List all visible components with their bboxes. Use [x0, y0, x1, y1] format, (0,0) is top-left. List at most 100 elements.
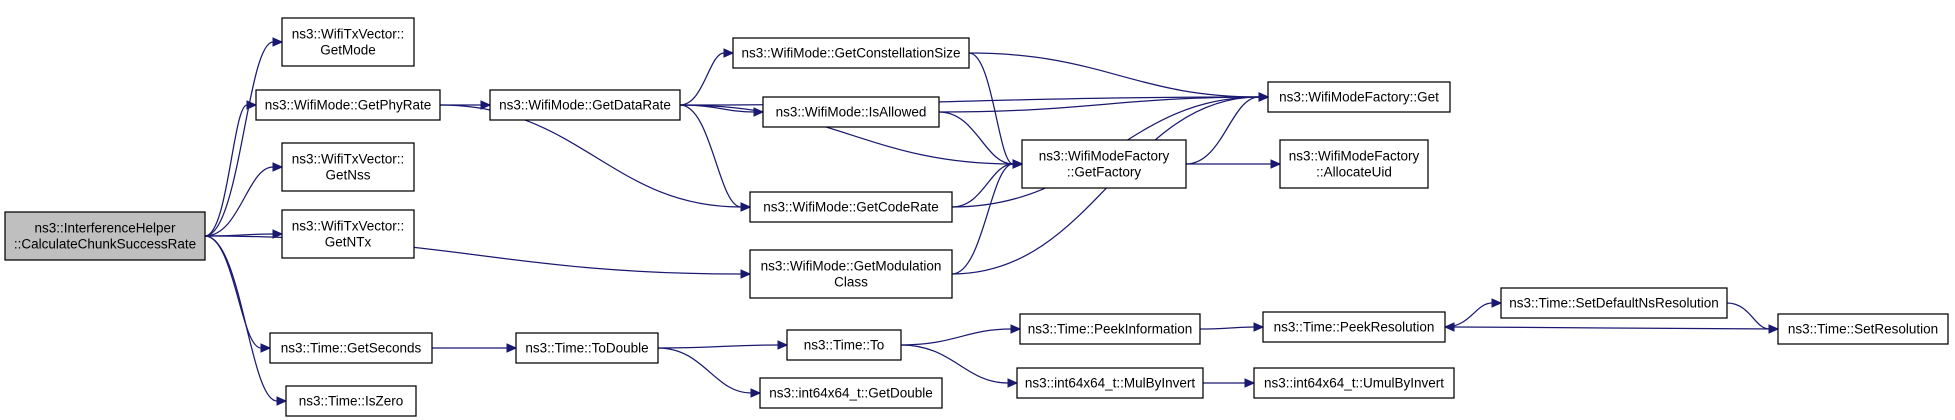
- node-box: [281, 17, 415, 67]
- edge-line: [951, 163, 1014, 275]
- node-label: Class: [834, 275, 868, 290]
- node-label: GetNss: [325, 168, 370, 183]
- node-label: ns3::Time::GetSeconds: [281, 341, 422, 356]
- node-label: ns3::WifiModeFactory: [1289, 149, 1420, 164]
- node-getfactory[interactable]: ns3::WifiModeFactory::GetFactory: [1021, 139, 1187, 189]
- node-allocuid[interactable]: ns3::WifiModeFactory::AllocateUid: [1279, 139, 1429, 189]
- node-box: [281, 209, 415, 259]
- edge-line: [679, 104, 1014, 165]
- node-box: [1016, 367, 1204, 399]
- node-setres[interactable]: ns3::Time::SetResolution: [1777, 313, 1949, 345]
- node-getseconds[interactable]: ns3::Time::GetSeconds: [269, 332, 433, 364]
- node-label: ns3::WifiTxVector::: [292, 27, 405, 42]
- arrowhead-icon: [1443, 322, 1455, 332]
- edge-getconst-to-factory-get: [968, 52, 1270, 102]
- node-getdouble[interactable]: ns3::int64x64_t::GetDouble: [759, 377, 943, 409]
- edge-setres-to-peekres: [1443, 322, 1779, 332]
- edge-line: [938, 96, 1260, 113]
- arrowhead-icon: [246, 100, 258, 110]
- node-factory-get[interactable]: ns3::WifiModeFactory::Get: [1267, 81, 1451, 113]
- edge-line: [1726, 302, 1770, 330]
- node-txv-getnss[interactable]: ns3::WifiTxVector::GetNss: [281, 142, 415, 192]
- node-label: ns3::Time::ToDouble: [525, 341, 648, 356]
- node-box: [1021, 139, 1187, 189]
- node-iszero[interactable]: ns3::Time::IsZero: [285, 385, 417, 417]
- edge-getfactory-to-allocuid: [1186, 159, 1282, 169]
- arrowhead-icon: [1253, 322, 1265, 332]
- node-box: [255, 89, 441, 121]
- node-txv-getmode[interactable]: ns3::WifiTxVector::GetMode: [281, 17, 415, 67]
- edge-line: [657, 347, 752, 394]
- edge-line: [1453, 326, 1779, 330]
- node-box: [281, 142, 415, 192]
- edge-line: [204, 235, 278, 402]
- node-label: ns3::WifiTxVector::: [292, 219, 405, 234]
- node-box: [4, 211, 206, 261]
- edge-line: [938, 111, 1014, 165]
- node-label: ns3::int64x64_t::GetDouble: [769, 386, 933, 401]
- arrowhead-icon: [276, 396, 288, 406]
- node-getcoderate[interactable]: ns3::WifiMode::GetCodeRate: [749, 191, 953, 223]
- arrowhead-icon: [260, 343, 272, 353]
- edge-root-to-txv-getmode: [204, 37, 284, 237]
- edge-getfactory-to-factory-get: [1185, 92, 1270, 165]
- edge-getseconds-to-todouble: [432, 343, 518, 353]
- node-mulbyinvert[interactable]: ns3::int64x64_t::MulByInvert: [1016, 367, 1204, 399]
- edge-line: [951, 163, 1014, 208]
- node-umulbyinvert[interactable]: ns3::int64x64_t::UmulByInvert: [1253, 367, 1455, 399]
- arrowhead-icon: [1491, 298, 1503, 308]
- node-box: [515, 332, 659, 364]
- node-box: [1279, 139, 1429, 189]
- arrowhead-icon: [272, 37, 284, 47]
- node-box: [489, 89, 681, 121]
- edge-line: [968, 52, 1014, 165]
- edge-line: [1199, 326, 1255, 330]
- arrowhead-icon: [1012, 159, 1024, 169]
- edge-root-to-txv-getnss: [204, 162, 284, 237]
- node-isallowed[interactable]: ns3::WifiMode::IsAllowed: [762, 96, 940, 128]
- arrowhead-icon: [750, 388, 762, 398]
- node-getconst[interactable]: ns3::WifiMode::GetConstellationSize: [732, 37, 970, 69]
- node-txv-getntx[interactable]: ns3::WifiTxVector::GetNTx: [281, 209, 415, 259]
- node-getdatarate[interactable]: ns3::WifiMode::GetDataRate: [489, 89, 681, 121]
- node-to[interactable]: ns3::Time::To: [786, 329, 902, 361]
- node-box: [285, 385, 417, 417]
- node-label: ns3::WifiMode::IsAllowed: [776, 105, 927, 120]
- edge-line: [1185, 96, 1260, 165]
- node-label: ns3::int64x64_t::UmulByInvert: [1264, 376, 1444, 391]
- edge-to-to-mulbyinvert: [900, 344, 1019, 388]
- node-label: ns3::int64x64_t::MulByInvert: [1025, 376, 1196, 391]
- arrowhead-icon: [777, 340, 789, 350]
- node-label: ns3::WifiMode::GetCodeRate: [763, 200, 939, 215]
- node-box: [1019, 313, 1201, 345]
- node-label: ns3::WifiMode::GetConstellationSize: [741, 46, 960, 61]
- node-box: [749, 249, 953, 299]
- node-box: [1267, 81, 1451, 113]
- node-label: GetMode: [320, 43, 376, 58]
- edges-layer: [204, 37, 1780, 406]
- node-label: ns3::WifiModeFactory::Get: [1279, 90, 1439, 105]
- node-label: GetNTx: [325, 235, 372, 250]
- node-box: [1262, 311, 1446, 343]
- node-box: [786, 329, 902, 361]
- arrowhead-icon: [272, 162, 284, 172]
- edge-peekinfo-to-peekres: [1199, 322, 1265, 332]
- node-box: [1777, 313, 1949, 345]
- node-todouble[interactable]: ns3::Time::ToDouble: [515, 332, 659, 364]
- node-peekinfo[interactable]: ns3::Time::PeekInformation: [1019, 313, 1201, 345]
- node-label: ::GetFactory: [1067, 165, 1142, 180]
- edge-line: [900, 328, 1012, 346]
- node-peekres[interactable]: ns3::Time::PeekResolution: [1262, 311, 1446, 343]
- node-box: [732, 37, 970, 69]
- arrowhead-icon: [1010, 324, 1022, 334]
- edge-line: [204, 104, 248, 237]
- node-root[interactable]: ns3::InterferenceHelper::CalculateChunkS…: [4, 211, 206, 261]
- node-getphyrate[interactable]: ns3::WifiMode::GetPhyRate: [255, 89, 441, 121]
- edge-todouble-to-to: [657, 340, 789, 350]
- arrowhead-icon: [506, 343, 518, 353]
- node-setdefaultns[interactable]: ns3::Time::SetDefaultNsResolution: [1500, 287, 1728, 319]
- edge-line: [679, 52, 725, 106]
- edge-line: [657, 344, 779, 349]
